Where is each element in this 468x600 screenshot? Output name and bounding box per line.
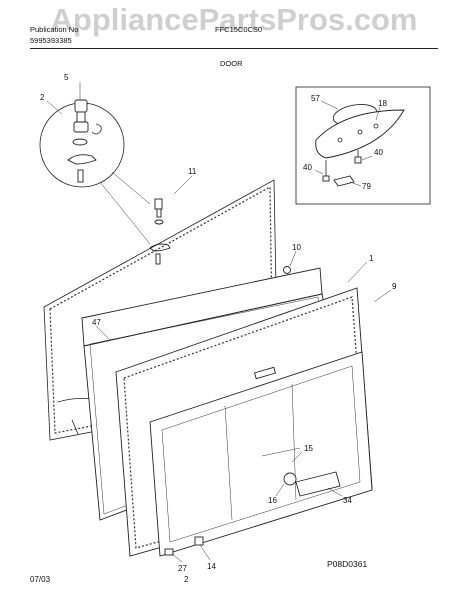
callout-18: 18 — [378, 99, 387, 108]
callout-9: 9 — [392, 282, 397, 291]
publication-label: Publication No — [30, 25, 79, 34]
drawing-code: P08D0361 — [327, 559, 368, 569]
callout-11: 11 — [188, 167, 197, 176]
model-number: FFC15C0CS0 — [215, 25, 263, 34]
callout-1: 1 — [369, 254, 374, 263]
callout-16: 16 — [268, 496, 277, 505]
part-14 — [194, 536, 204, 546]
callout-14: 14 — [207, 562, 216, 571]
handle-part-34 — [295, 471, 341, 497]
footer-date: 07/03 — [30, 575, 51, 584]
callout-40-left: 40 — [303, 163, 312, 172]
header-rule — [30, 48, 438, 49]
watermark: AppliancePartsPros.com — [50, 2, 418, 37]
callout-5: 5 — [64, 73, 69, 82]
callout-2: 2 — [40, 93, 45, 102]
callout-40-right: 40 — [374, 148, 383, 157]
hinge-parts — [149, 198, 171, 265]
part-10 — [283, 266, 291, 274]
section-title: DOOR — [220, 59, 243, 68]
part-27 — [164, 548, 174, 556]
latch-part-16 — [283, 472, 297, 486]
page-number: 2 — [184, 575, 189, 584]
screw-part-5 — [74, 99, 88, 113]
hinge-detail-circle — [39, 99, 125, 188]
callout-15: 15 — [304, 444, 313, 453]
publication-number: 5995393385 — [30, 36, 72, 45]
handle-inset — [295, 86, 431, 205]
callout-79: 79 — [362, 182, 371, 191]
callout-47: 47 — [92, 318, 101, 327]
callout-27: 27 — [178, 564, 187, 573]
callout-34: 34 — [343, 496, 352, 505]
callout-57: 57 — [311, 94, 320, 103]
callout-10: 10 — [292, 243, 301, 252]
